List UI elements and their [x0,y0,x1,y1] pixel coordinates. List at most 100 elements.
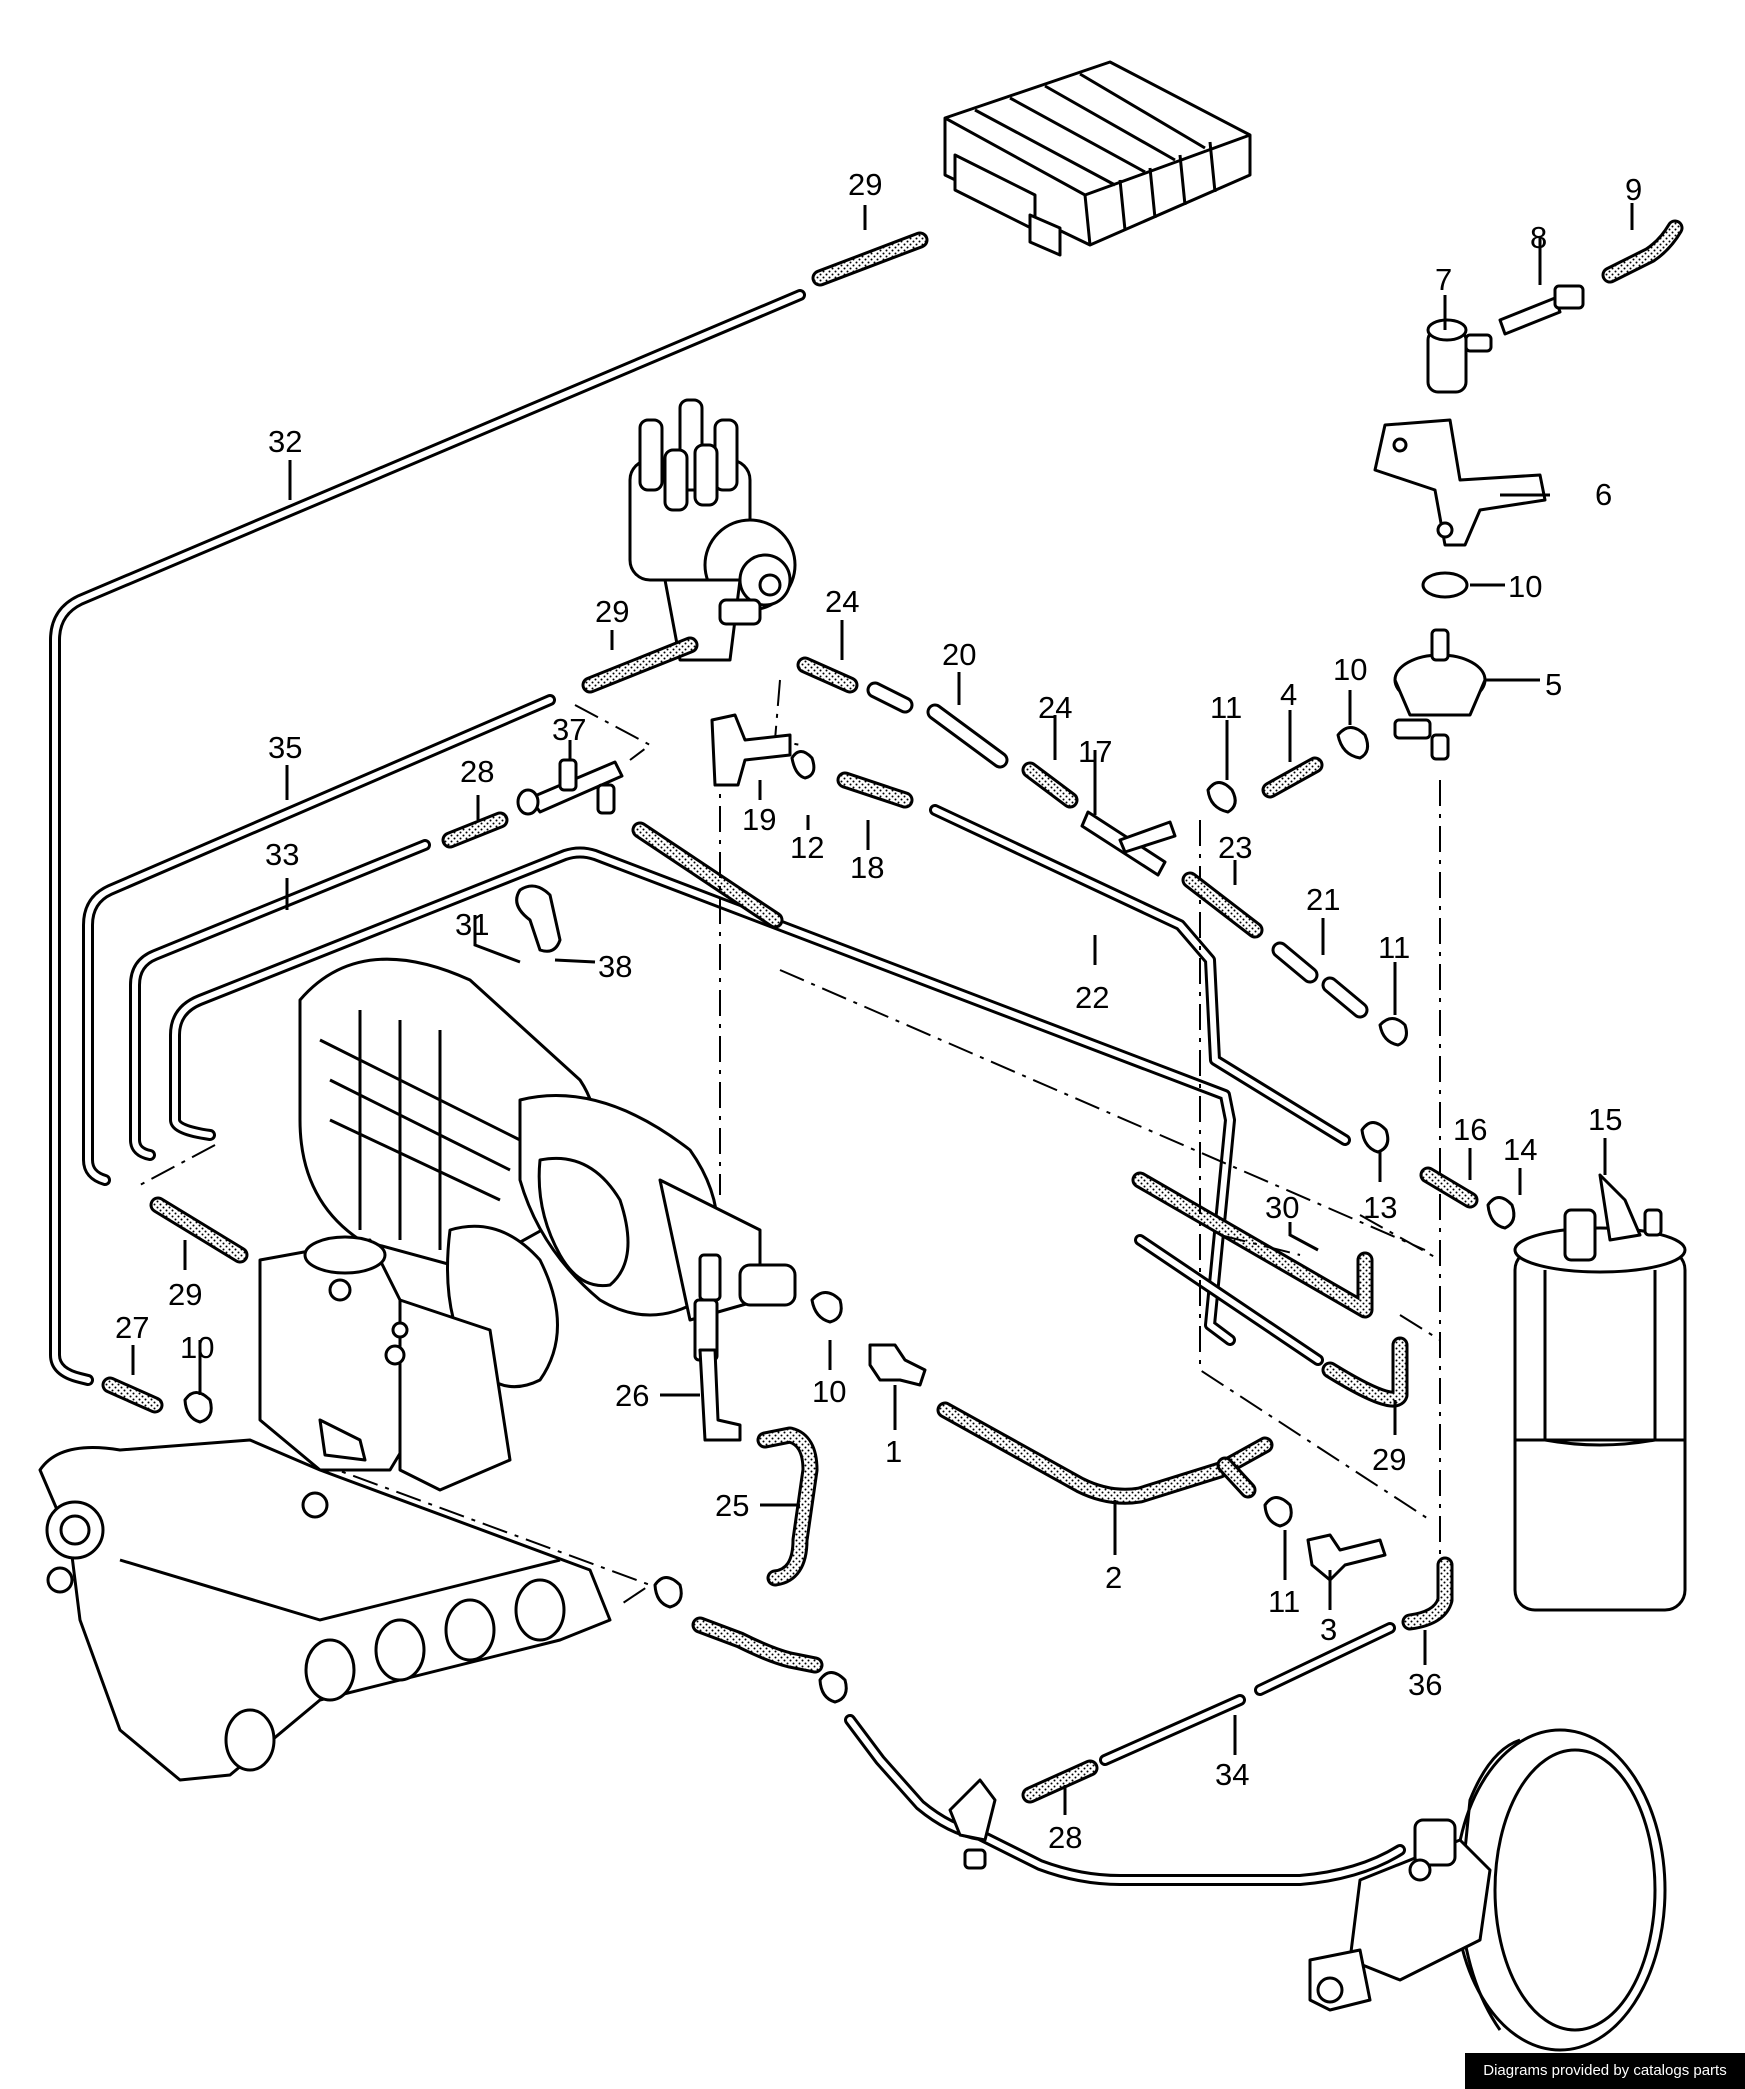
clip-11-upper [1206,781,1237,814]
callout-19: 19 [742,802,776,837]
connector-1 [868,1343,927,1387]
hose-21 [1271,941,1369,1019]
callout-24-lower: 24 [1038,690,1072,725]
hose-2 [936,1401,1274,1505]
callout-11-lower: 11 [1268,1584,1300,1619]
hose-29-left [149,1196,249,1264]
clip-10-throttle [810,1291,843,1324]
callout-33: 33 [265,837,299,872]
callout-25: 25 [715,1488,749,1523]
clip-13 [1360,1121,1390,1154]
callout-13: 13 [1363,1190,1397,1225]
connector-19 [710,713,792,787]
callout-11-middle: 11 [1378,930,1410,965]
callout-17: 17 [1078,734,1112,769]
valve-5 [1393,628,1487,761]
callout-37: 37 [552,712,586,747]
pipe-33 [129,839,431,1161]
connector-8 [1498,284,1585,336]
callout-22: 22 [1075,980,1109,1015]
brake-booster [1308,1728,1667,2052]
pipe-35 [82,694,556,1186]
hose-18 [836,771,914,809]
callout-36: 36 [1408,1667,1442,1702]
callout-29-right: 29 [1372,1442,1406,1477]
callout-20: 20 [942,637,976,672]
hose-24-upper [796,656,859,694]
callout-30: 30 [1265,1190,1299,1225]
callout-29-distributor: 29 [595,594,629,629]
callout-23: 23 [1218,830,1252,865]
hose-27 [101,1376,164,1414]
charcoal-canister [943,60,1252,257]
lower-manifold [38,1438,612,1782]
hose-36 [1401,1556,1454,1631]
callout-5: 5 [1545,667,1562,702]
callout-18: 18 [850,850,884,885]
hose-29-top [811,231,929,287]
callout-28-lower: 28 [1048,1820,1082,1855]
hose-29-right [1321,1336,1409,1408]
brake-vacuum-pipe [844,1714,1406,1886]
fitting-26 [693,1253,742,1442]
callout-3: 3 [1320,1612,1337,1647]
callout-26: 26 [615,1378,649,1413]
callout-6: 6 [1595,477,1612,512]
clip-10-valve [1336,726,1370,760]
credit-banner: Diagrams provided by catalogs parts [1465,2053,1745,2089]
callout-32: 32 [268,424,302,459]
clip-12 [790,750,816,780]
connector-3 [1306,1533,1387,1582]
check-valve [948,1778,997,1870]
callout-2: 2 [1105,1560,1122,1595]
callout-10-left: 10 [180,1330,214,1365]
hose-16 [1419,1166,1479,1209]
callout-24-upper: 24 [825,584,859,619]
hose-25 [756,1426,819,1587]
valve-7 [1426,318,1493,394]
callout-8: 8 [1530,220,1547,255]
clip-14 [1486,1196,1516,1230]
hose-24-lower [1021,761,1079,809]
hose-lower-curve [691,1616,824,1674]
clip-11-lower [1263,1496,1293,1528]
callout-4: 4 [1280,677,1297,712]
hose-4 [1261,756,1324,799]
callout-12: 12 [790,830,824,865]
callout-labels: 29 32 29 35 37 28 33 31 38 24 20 24 17 1… [115,167,1642,1855]
callout-15: 15 [1588,1102,1622,1137]
hose-dotted-middle [631,821,1374,1319]
bracket-6 [1373,418,1547,547]
distributor [628,398,797,662]
callout-10-valve: 10 [1333,652,1367,687]
hose-20 [866,681,1009,769]
hose-28-upper [441,811,509,849]
canister-15 [1513,1173,1687,1612]
t-piece-37 [516,758,624,816]
callout-28-upper: 28 [460,754,494,789]
hose-28-lower [1021,1759,1099,1804]
callout-31: 31 [455,907,489,942]
callout-10-bracket: 10 [1508,569,1542,604]
pipe-34 [1099,1622,1396,1766]
callout-27: 27 [115,1310,149,1345]
callout-38: 38 [598,949,632,984]
assembly-lines [139,679,1441,1606]
clip-10-upper [1421,571,1469,599]
t-piece-17 [1080,810,1177,877]
callout-34: 34 [1215,1757,1249,1792]
clip-38 [515,884,562,953]
hose-9 [1601,219,1684,284]
hose-29-distributor [581,636,699,694]
pipe-31 [169,846,1236,1346]
callout-35: 35 [268,730,302,765]
pipe-32 [49,289,806,1386]
callout-29-top: 29 [848,167,882,202]
clip-11-middle [1378,1017,1408,1047]
callout-9: 9 [1625,172,1642,207]
callout-1: 1 [885,1434,902,1469]
callout-14: 14 [1503,1132,1537,1167]
callout-7: 7 [1435,262,1452,297]
clip-lower [653,1576,848,1704]
